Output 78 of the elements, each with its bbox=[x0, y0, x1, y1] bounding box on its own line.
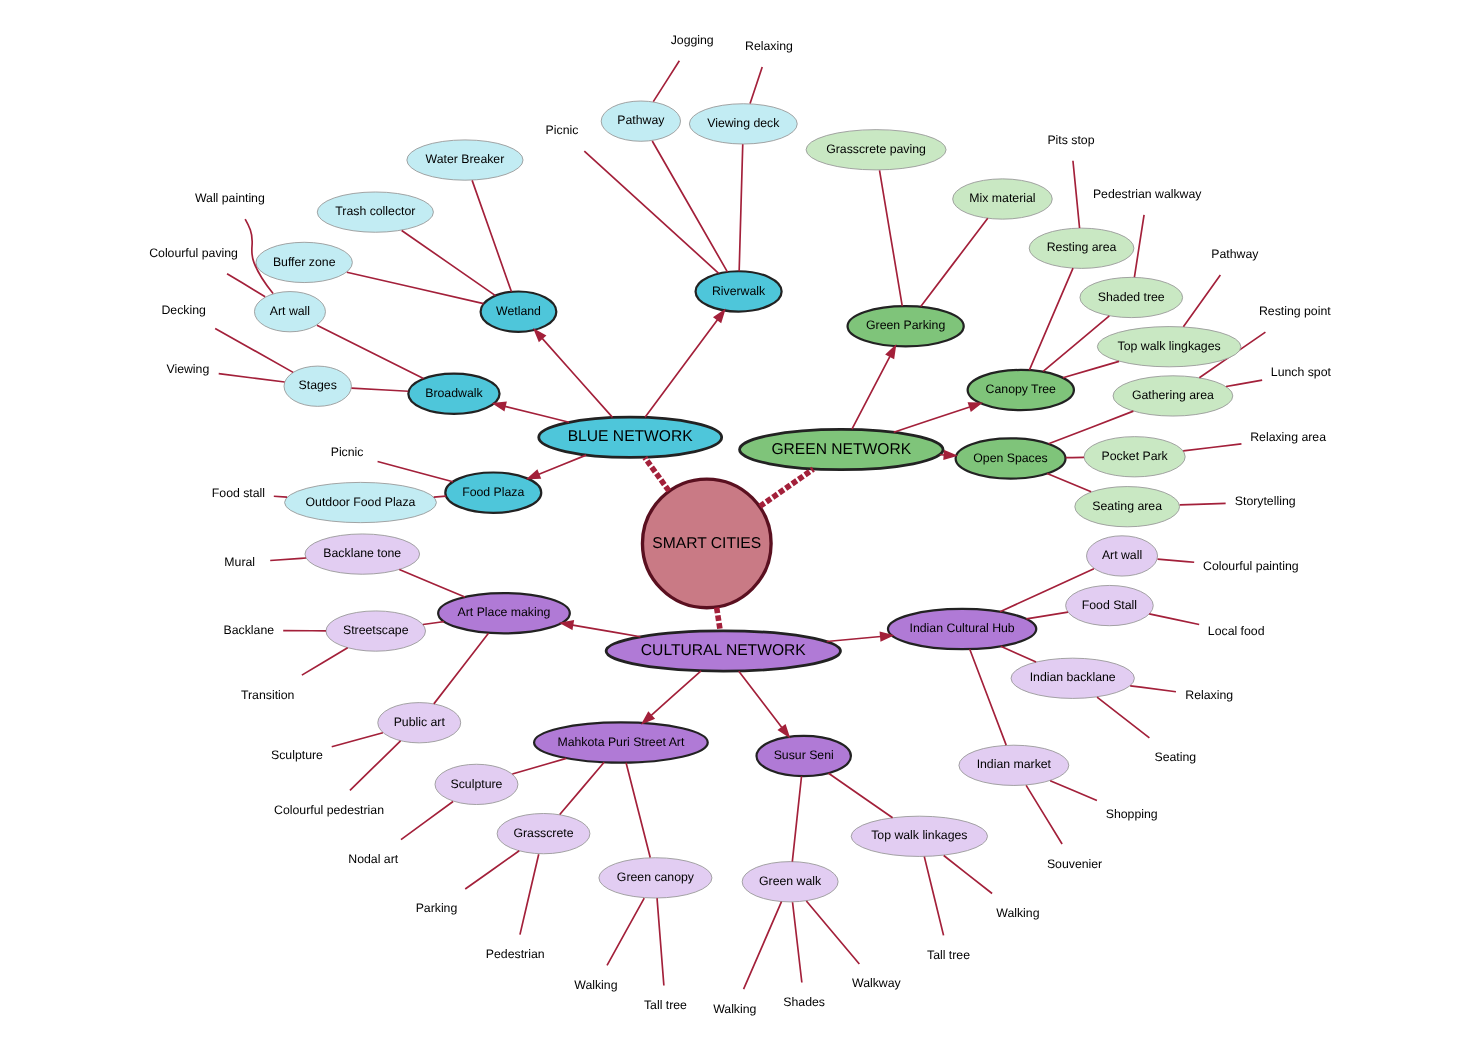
connector bbox=[791, 775, 803, 863]
connector bbox=[422, 620, 445, 626]
connector bbox=[400, 800, 454, 841]
arrow bbox=[558, 620, 642, 638]
connector bbox=[330, 731, 384, 748]
connector bbox=[1072, 159, 1081, 229]
connector bbox=[1028, 267, 1074, 371]
connector bbox=[1156, 558, 1195, 564]
connector bbox=[758, 466, 815, 509]
connector bbox=[742, 900, 783, 990]
connector bbox=[1129, 684, 1177, 693]
connector bbox=[1046, 472, 1092, 493]
connector bbox=[749, 66, 764, 105]
connector bbox=[1064, 456, 1085, 459]
connector bbox=[217, 372, 286, 383]
arrow bbox=[938, 449, 959, 461]
arrow bbox=[640, 670, 702, 725]
connector bbox=[968, 648, 1008, 746]
connector bbox=[1062, 360, 1120, 379]
connector bbox=[519, 853, 540, 936]
connector bbox=[652, 59, 681, 103]
connector bbox=[651, 140, 729, 273]
connector bbox=[316, 324, 425, 380]
arrow bbox=[825, 631, 895, 643]
connector bbox=[433, 632, 490, 705]
connector bbox=[471, 179, 513, 293]
connector bbox=[919, 217, 989, 308]
connector bbox=[1178, 502, 1227, 506]
connector bbox=[1049, 779, 1098, 802]
connector bbox=[511, 757, 568, 775]
arrow bbox=[892, 402, 983, 434]
connector bbox=[583, 150, 720, 275]
connector bbox=[1225, 379, 1263, 388]
connector bbox=[1096, 696, 1151, 739]
connector bbox=[805, 900, 861, 965]
connector bbox=[269, 557, 307, 562]
connector bbox=[214, 327, 294, 374]
connector bbox=[1182, 274, 1222, 328]
connector bbox=[625, 761, 652, 859]
connector bbox=[713, 607, 723, 631]
connector bbox=[1133, 213, 1145, 278]
arrow bbox=[851, 344, 897, 431]
arrow bbox=[532, 327, 614, 419]
connector bbox=[1025, 611, 1069, 620]
connector bbox=[942, 854, 993, 895]
connector bbox=[432, 495, 447, 498]
connector bbox=[350, 387, 410, 393]
connector bbox=[656, 897, 665, 987]
connector bbox=[273, 495, 288, 499]
connector bbox=[827, 772, 894, 819]
arrow bbox=[525, 454, 587, 480]
connector bbox=[464, 849, 521, 890]
connector bbox=[301, 647, 349, 676]
connector bbox=[346, 271, 485, 305]
connector bbox=[999, 645, 1037, 663]
connector bbox=[878, 169, 904, 307]
connector bbox=[1042, 315, 1111, 373]
arrow bbox=[644, 308, 726, 419]
connector bbox=[1047, 410, 1135, 445]
connector bbox=[349, 740, 402, 792]
connector bbox=[1148, 613, 1200, 626]
connector bbox=[1025, 784, 1063, 845]
connector bbox=[376, 460, 454, 483]
connector bbox=[642, 455, 672, 493]
arrow bbox=[491, 401, 570, 424]
connector bbox=[226, 272, 266, 298]
connector bbox=[606, 897, 646, 967]
connector bbox=[244, 218, 274, 295]
connector bbox=[558, 761, 605, 816]
connector bbox=[738, 143, 744, 272]
connector bbox=[400, 229, 497, 297]
connector bbox=[1182, 443, 1243, 452]
connector bbox=[999, 567, 1095, 613]
connector bbox=[791, 901, 803, 984]
connector bbox=[398, 568, 466, 598]
connector bbox=[282, 629, 327, 632]
arrow bbox=[737, 670, 791, 739]
connector bbox=[923, 855, 945, 937]
